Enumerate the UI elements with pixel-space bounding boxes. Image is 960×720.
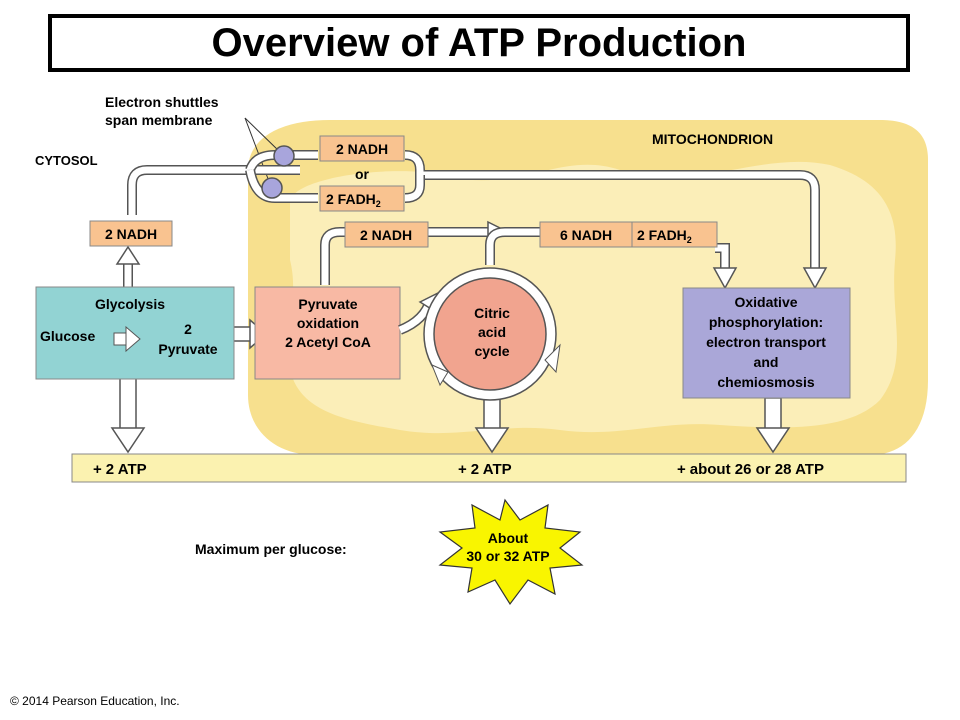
- cytosol-label: CYTOSOL: [35, 153, 98, 168]
- arrow-up-glycolysis-nadh: [115, 245, 141, 265]
- shuttle-fadh-box: [319, 185, 405, 212]
- burst-line-2: 30 or 32 ATP: [466, 548, 549, 564]
- arrow-down-citric-atp: [474, 427, 510, 454]
- pyruvate-ox-line-3: 2 Acetyl CoA: [285, 334, 371, 350]
- shuttle-leader-1: [244, 117, 281, 153]
- pyruvate-oxidation-box: [254, 286, 401, 380]
- pyruvate-ox-line-1: Pyruvate: [298, 296, 357, 312]
- glycolysis-box: [35, 286, 235, 380]
- oxphos-line-5: chemiosmosis: [717, 374, 814, 390]
- cytosol-nadh-box: [89, 220, 173, 247]
- max-per-glucose-label: Maximum per glucose:: [195, 541, 347, 557]
- cycle-fadh-box: [631, 221, 718, 248]
- shuttle-nadh-label: 2 NADH: [336, 141, 388, 157]
- shuttles-label-1: Electron shuttles: [105, 94, 219, 110]
- pyruvate-nadh-box: [344, 221, 429, 248]
- atp-bar: [71, 453, 907, 483]
- burst-line-1: About: [488, 530, 529, 546]
- oxphos-line-4: and: [754, 354, 779, 370]
- atp-citric: +2 ATP: [458, 461, 512, 478]
- cycle-fadh-label: 2 FADH2: [637, 227, 692, 245]
- cytosol-nadh-label: 2 NADH: [105, 226, 157, 242]
- citric-line-3: cycle: [474, 343, 509, 359]
- atp-burst: [438, 498, 584, 606]
- cycle-arrowhead-2: [431, 364, 449, 387]
- shuttle-circle-nadh: [273, 145, 295, 167]
- shuttle-circle-fadh: [261, 177, 283, 199]
- shuttles-label-2: span membrane: [105, 112, 213, 128]
- atp-glycolysis: +2 ATP: [93, 461, 147, 478]
- pyruvate-nadh-label: 2 NADH: [360, 227, 412, 243]
- glucose-to-pyruvate-arrow: [125, 325, 141, 353]
- pyruvate-ox-line-2: oxidation: [297, 315, 359, 331]
- cycle-arrowhead-1: [544, 343, 561, 374]
- atp-oxphos: +about 26 or 28 ATP: [677, 461, 824, 478]
- shuttle-nadh-box: [319, 135, 405, 162]
- pyruvate-word: Pyruvate: [158, 341, 217, 357]
- citric-acid-cycle: [433, 277, 547, 391]
- pyruvate-count: 2: [184, 321, 192, 337]
- or-label: or: [355, 166, 370, 182]
- arrow-to-oxphos-1: [802, 267, 828, 290]
- cycle-nadh-label: 6 NADH: [560, 227, 612, 243]
- arrow-to-oxphos-2: [712, 267, 738, 290]
- citric-line-2: acid: [478, 324, 506, 340]
- citric-line-1: Citric: [474, 305, 510, 321]
- oxphos-line-3: electron transport: [706, 334, 826, 350]
- shuttle-fadh-label: 2 FADH2: [326, 191, 381, 209]
- glucose-label: Glucose: [40, 328, 95, 344]
- arrow-down-oxphos-atp: [755, 427, 791, 454]
- arrow-down-glycolysis-atp: [110, 427, 146, 454]
- glycolysis-label: Glycolysis: [95, 296, 165, 312]
- oxphos-box: [682, 287, 851, 399]
- oxphos-line-2: phosphorylation:: [709, 314, 823, 330]
- diagram-title: Overview of ATP Production: [211, 20, 747, 65]
- title-box: Overview of ATP Production: [48, 14, 910, 72]
- oxphos-line-1: Oxidative: [734, 294, 797, 310]
- copyright-notice: © 2014 Pearson Education, Inc.: [10, 694, 180, 708]
- mitochondrion-label: MITOCHONDRION: [652, 131, 773, 147]
